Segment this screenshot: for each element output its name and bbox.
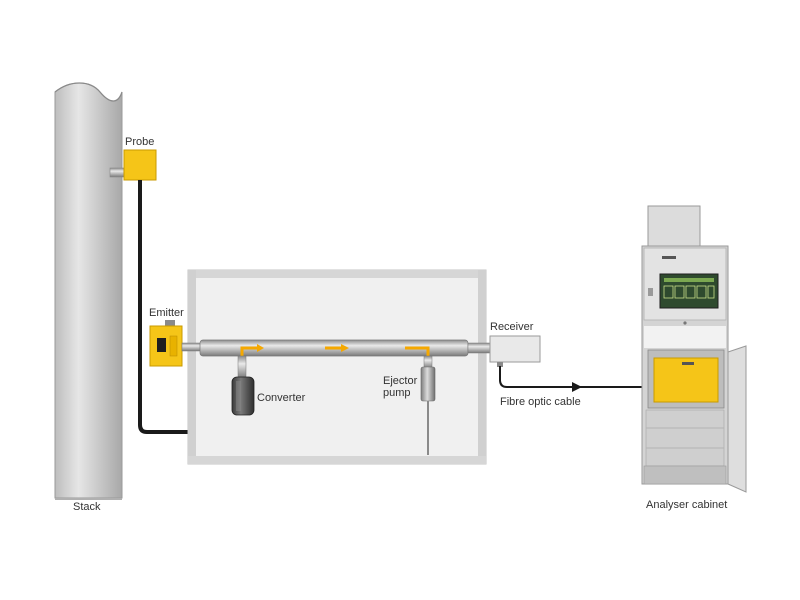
analyser-cabinet-label: Analyser cabinet [646, 499, 728, 511]
receiver-label: Receiver [490, 321, 534, 333]
mounting-frame [187, 269, 487, 465]
fibre-optic-cable [499, 366, 648, 392]
probe-label: Probe [125, 136, 155, 148]
emitter-label: Emitter [149, 307, 184, 319]
ejector-pump-label: Ejector pump [383, 375, 418, 399]
stack [54, 82, 123, 500]
converter [231, 355, 255, 416]
ejector-pump [420, 355, 436, 455]
analyser-cabinet [641, 205, 747, 493]
receiver [489, 335, 541, 367]
stack-label: Stack [73, 501, 101, 513]
fibre-optic-cable-label: Fibre optic cable [500, 396, 581, 408]
emitter [149, 320, 203, 367]
converter-label: Converter [257, 392, 306, 404]
